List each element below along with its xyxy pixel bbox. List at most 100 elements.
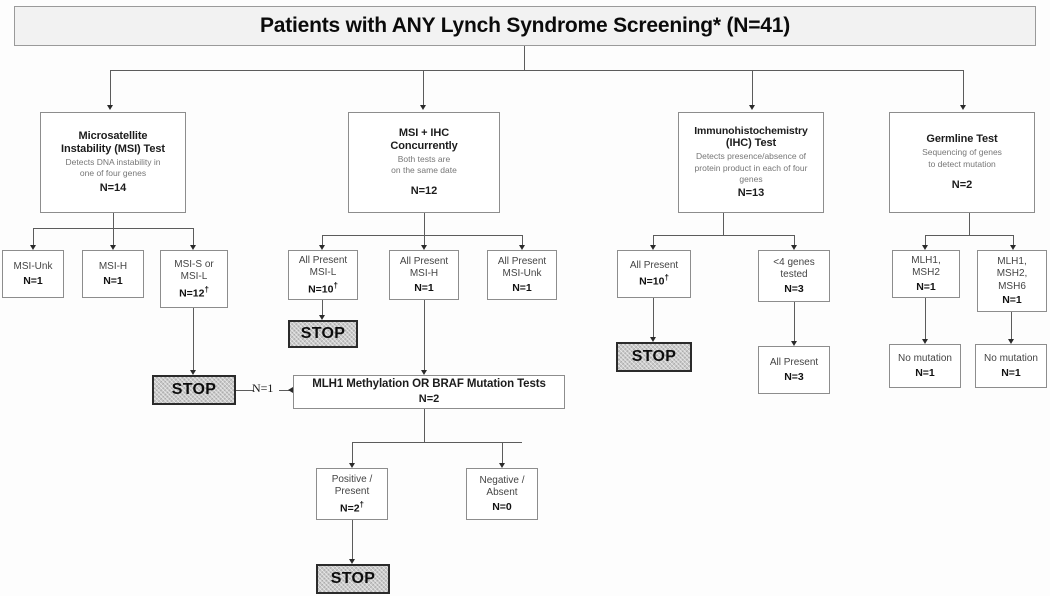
- connector-msisl-to-stop: [193, 308, 194, 372]
- node-germline-sub-2: to detect mutation: [928, 158, 996, 169]
- node-msi-sub-1: Detects DNA instability in: [65, 157, 161, 168]
- node-ihc-all-present: All Present N=10†: [617, 250, 691, 298]
- node-ihc-lt4-genes-count: N=3: [784, 282, 804, 295]
- node-msi-s-or-l-label-2: MSI-L: [180, 271, 208, 283]
- arrowhead-reflex-top: [420, 370, 427, 375]
- node-msi-test: Microsatellite Instability (MSI) Test De…: [40, 112, 186, 213]
- edge-label-n1: N=1: [252, 381, 274, 395]
- connector-germline-stem: [969, 213, 970, 235]
- connector-msi-stem: [113, 213, 114, 228]
- connector-allpresent-msil-stop: [322, 300, 323, 318]
- arrowhead-negative: [498, 463, 505, 468]
- chart-header-banner: Patients with ANY Lynch Syndrome Screeni…: [14, 6, 1036, 46]
- node-no-mutation-1-label: No mutation: [898, 353, 952, 365]
- connector-drop-germline: [963, 70, 964, 108]
- node-all-present-msi-l-label-1: All Present: [298, 254, 348, 266]
- node-ihc-count: N=13: [737, 186, 765, 199]
- node-all-present-msi-l-count-value: N=10: [308, 283, 334, 296]
- node-germline-sub-1: Sequencing of genes: [922, 147, 1002, 158]
- arrowhead-no-mutation-2: [1007, 339, 1014, 344]
- connector-main-bus: [110, 70, 964, 71]
- node-ihc-sub-3: genes: [739, 173, 763, 184]
- arrowhead-positive: [348, 463, 355, 468]
- node-msi-title-1: Microsatellite: [78, 130, 148, 143]
- node-msi-h: MSI-H N=1: [82, 250, 144, 298]
- arrowhead-reflex-left: [288, 386, 293, 393]
- node-positive-count-value: N=2: [339, 502, 360, 515]
- arrowhead-stop-positive: [348, 559, 355, 564]
- node-mlh1-msh2-msh6-label-3: MSH6: [998, 280, 1026, 292]
- node-ihc-all-present-label: All Present: [629, 259, 679, 271]
- node-mlh1-msh2-msh6-count: N=1: [1002, 294, 1022, 307]
- stop-label-msi-ihc: STOP: [300, 325, 346, 342]
- connector-msi-ihc-drop-3: [522, 235, 523, 248]
- node-reflex-title: MLH1 Methylation OR BRAF Mutation Tests: [312, 378, 546, 391]
- node-msi-ihc-sub-1: Both tests are: [397, 154, 451, 165]
- node-mlh1-msh2-msh6-label-2: MSH2,: [996, 268, 1028, 280]
- node-ihc-all-present-count-value: N=10: [639, 275, 665, 288]
- node-no-mutation-1-count: N=1: [915, 366, 935, 379]
- stop-label-ihc: STOP: [631, 348, 677, 365]
- connector-reflex-drop-neg: [502, 442, 503, 466]
- node-ihc-lt4-genes: <4 genes tested N=3: [758, 250, 830, 302]
- node-reflex-count: N=2: [418, 392, 440, 405]
- node-mlh1-msh2-label-2: MSH2: [912, 267, 940, 279]
- node-ihc-lt4-genes-label-2: tested: [780, 269, 808, 281]
- arrowhead-all-present-msil: [318, 245, 325, 250]
- node-positive-count: N=2†: [340, 500, 364, 515]
- node-ihc-sub-1: Detects presence/absence of: [695, 151, 807, 162]
- arrowhead-msi-h: [109, 245, 116, 250]
- node-mlh1-msh2-msh6: MLH1, MSH2, MSH6 N=1: [977, 250, 1047, 312]
- node-germline-count: N=2: [951, 178, 973, 191]
- connector-drop-msi-ihc: [423, 70, 424, 108]
- node-positive-label-1: Positive /: [331, 473, 373, 485]
- node-msi-sub-2: one of four genes: [79, 168, 147, 179]
- connector-ihc-allpresent-stop: [653, 298, 654, 340]
- node-germline-test: Germline Test Sequencing of genes to det…: [889, 112, 1035, 213]
- node-all-present-msi-h: All Present MSI-H N=1: [389, 250, 459, 300]
- connector-reflex-drop-pos: [352, 442, 353, 466]
- connector-germline-bus: [925, 235, 1013, 236]
- node-germline-title-1: Germline Test: [926, 133, 998, 146]
- connector-ihc-drop-1: [653, 235, 654, 248]
- connector-stop-to-reflex-b: [279, 390, 293, 391]
- node-msi-count: N=14: [99, 181, 127, 194]
- stop-box-msi-ihc: STOP: [288, 320, 358, 348]
- node-negative-label-2: Absent: [486, 487, 518, 499]
- connector-germline-drop-1: [925, 235, 926, 248]
- arrowhead-germline: [959, 105, 966, 110]
- arrowhead-msi-sl: [189, 245, 196, 250]
- node-ihc-grandchild-count: N=3: [784, 370, 804, 383]
- node-positive-label-2: Present: [334, 486, 370, 498]
- node-all-present-msi-h-label-1: All Present: [399, 255, 449, 267]
- node-ihc-grandchild-label: All Present: [769, 357, 819, 369]
- connector-msi-ihc-bus: [322, 235, 522, 236]
- arrowhead-msisl-stop: [189, 370, 196, 375]
- node-msi-ihc-title-2: Concurrently: [390, 140, 458, 153]
- node-no-mutation-2: No mutation N=1: [975, 344, 1047, 388]
- connector-drop-msi: [110, 70, 111, 108]
- node-msi-ihc-title-1: MSI + IHC: [398, 127, 450, 140]
- connector-msi-drop-1: [33, 228, 34, 248]
- arrowhead-all-present-msih: [420, 245, 427, 250]
- node-ihc-sub-2: protein product in each of four: [694, 162, 808, 173]
- connector-reflex-bus: [352, 442, 522, 443]
- node-msi-ihc-sub-2: on the same date: [391, 165, 457, 176]
- arrowhead-msi-ihc: [419, 105, 426, 110]
- arrowhead-ihc-grandchild: [790, 341, 797, 346]
- arrowhead-ihc-all-present: [649, 245, 656, 250]
- connector-positive-to-stop: [352, 520, 353, 562]
- dagger-icon: †: [359, 499, 364, 509]
- stop-box-ihc: STOP: [616, 342, 692, 372]
- connector-germline-drop-2: [1013, 235, 1014, 248]
- node-msi-unk-label: MSI-Unk: [13, 261, 53, 273]
- arrowhead-no-mutation-1: [921, 339, 928, 344]
- stop-box-msi: STOP: [152, 375, 236, 405]
- node-msi-ihc-test: MSI + IHC Concurrently Both tests are on…: [348, 112, 500, 213]
- node-msi-unk-count: N=1: [23, 274, 43, 287]
- connector-header-stem: [524, 46, 525, 70]
- connector-reflex-stem: [424, 409, 425, 442]
- node-all-present-msi-l: All Present MSI-L N=10†: [288, 250, 358, 300]
- node-msi-title-2: Instability (MSI) Test: [61, 143, 165, 156]
